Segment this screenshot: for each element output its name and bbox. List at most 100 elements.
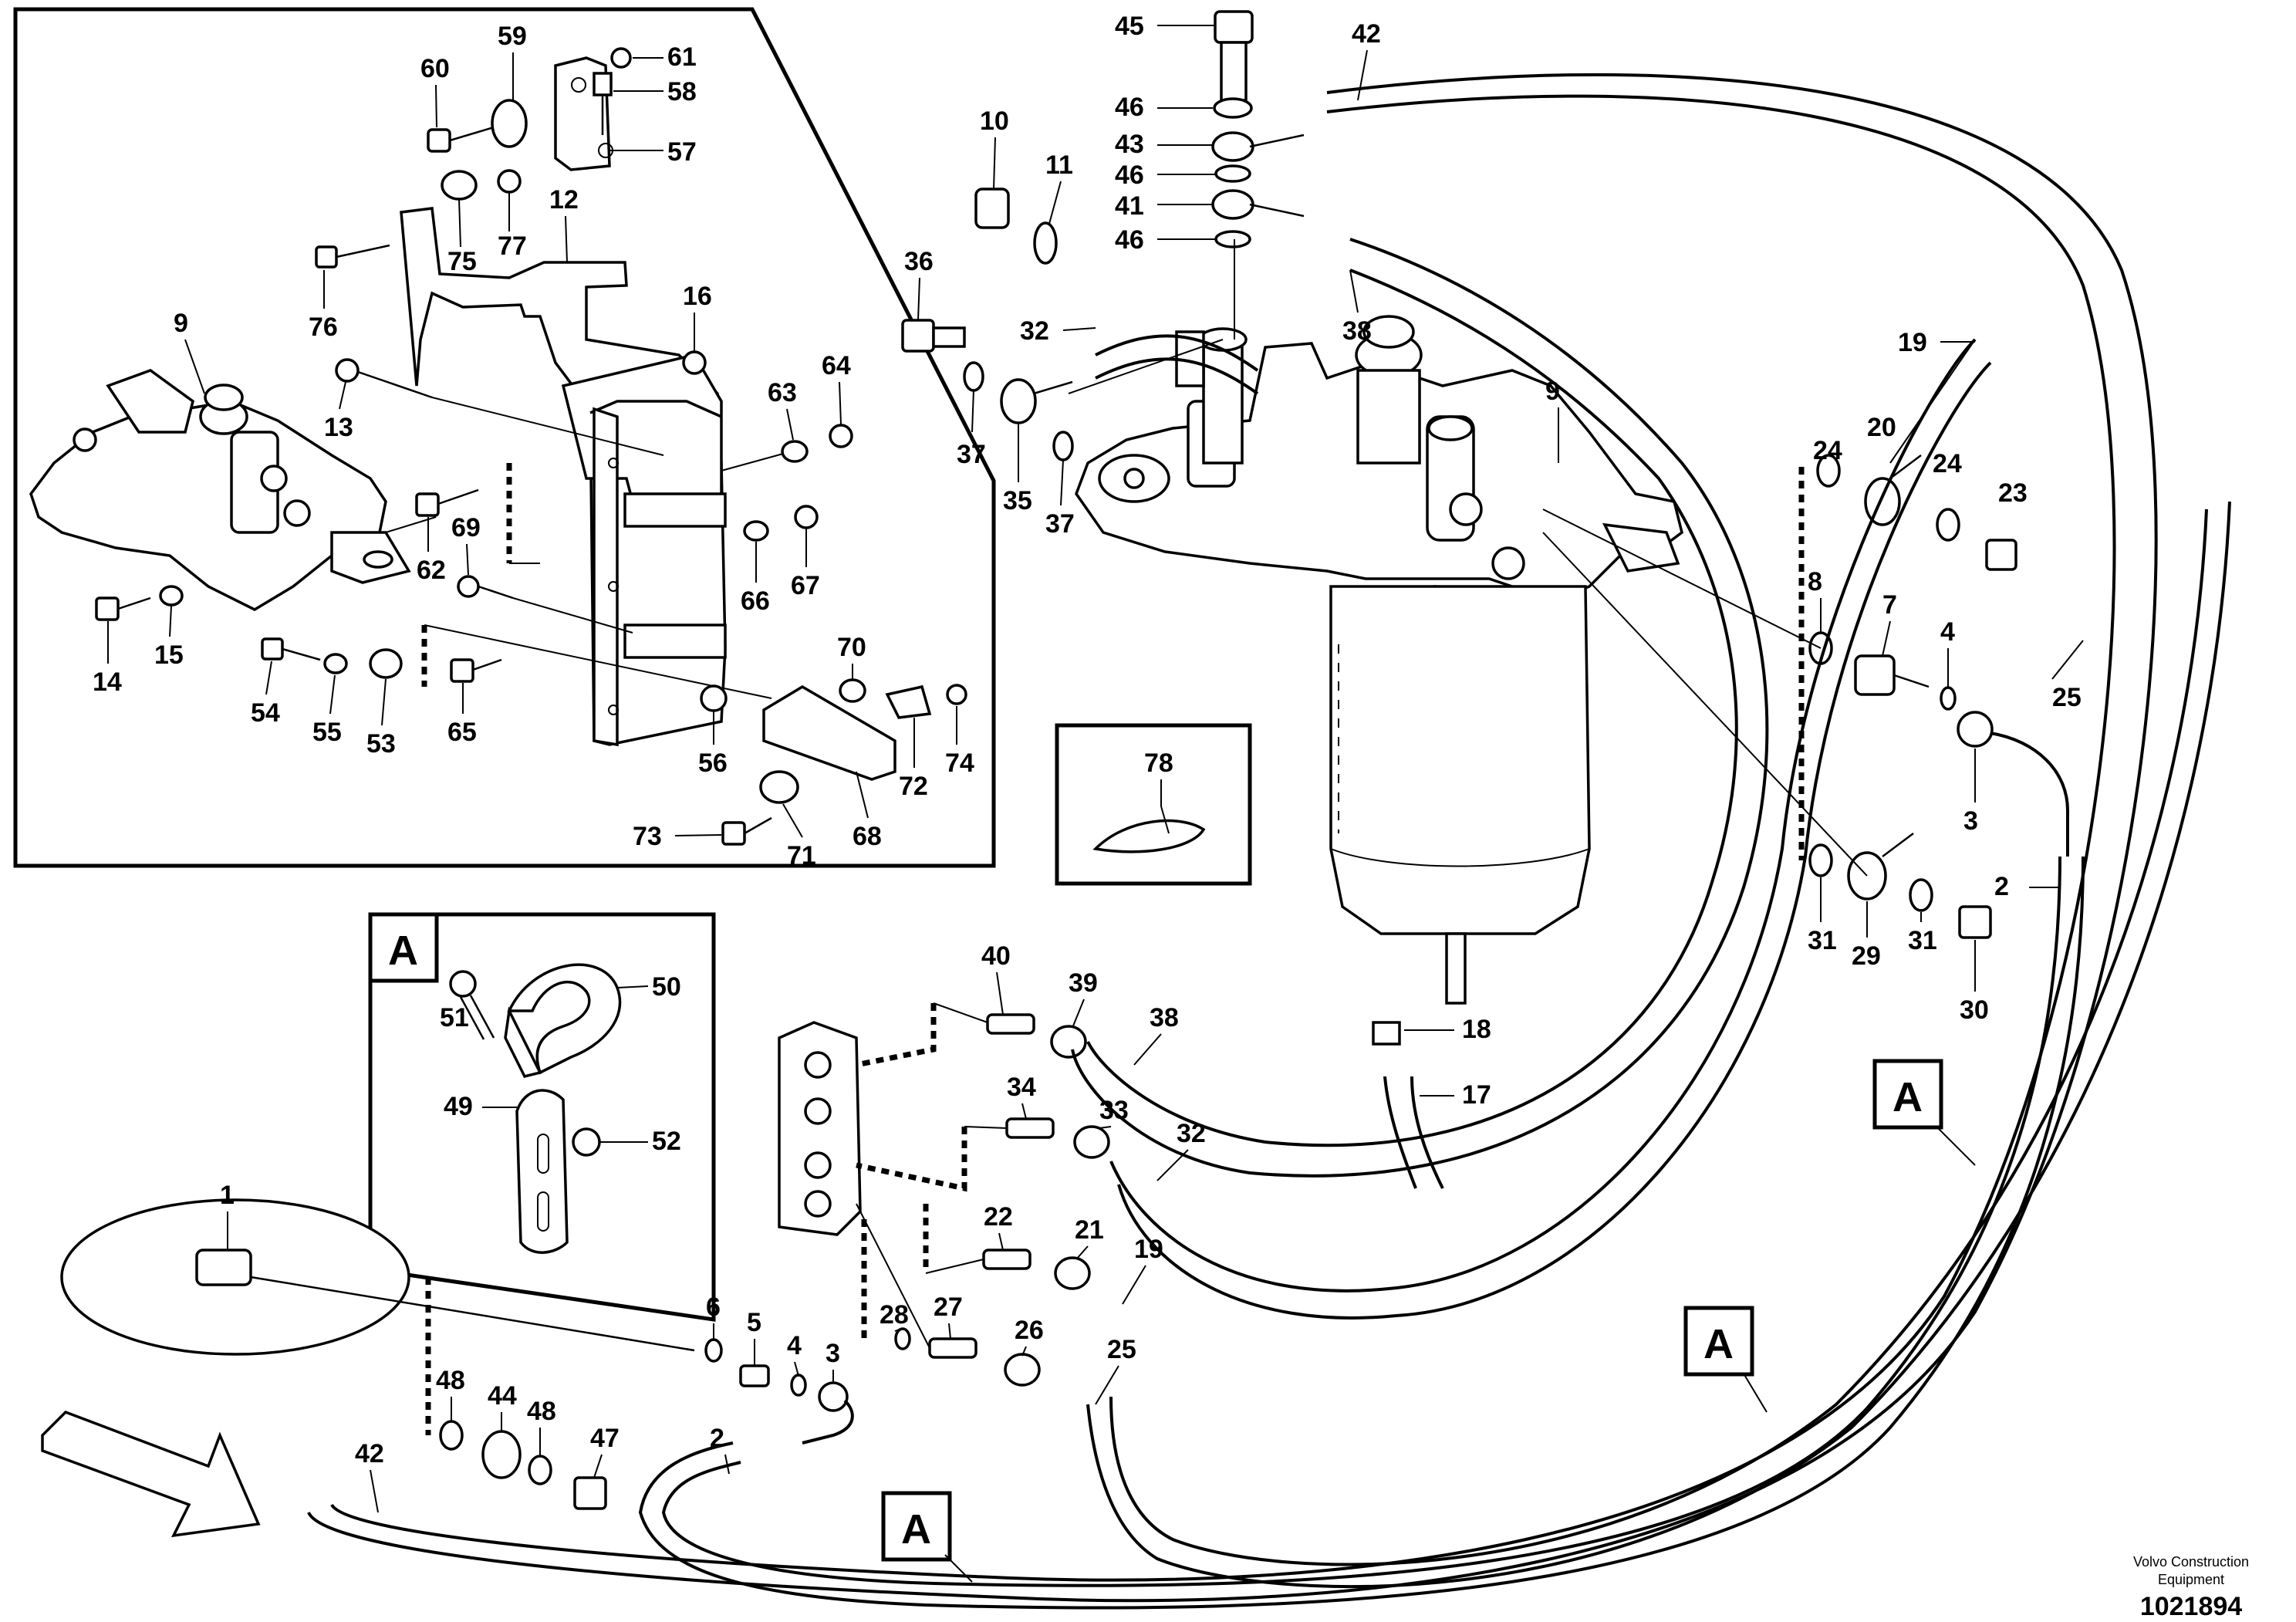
callout: 31 [1908,926,1937,955]
callout: 72 [899,772,928,801]
callout: 46 [1115,93,1144,122]
callout: 3 [1963,806,1978,836]
callout: 41 [1115,191,1144,221]
callout: 56 [698,748,728,778]
callout: 42 [1352,19,1381,49]
callout: 46 [1115,225,1144,255]
callout: 60 [420,54,450,83]
callout: 9 [1545,377,1560,406]
callout: 58 [667,77,697,106]
main-fasteners [60,10,2069,1510]
clamp-detail-box: A 51 50 49 52 [368,912,716,1322]
callout: 61 [667,42,697,72]
callout: 26 [1015,1316,1044,1345]
callout: 45 [1115,12,1144,41]
callout: 75 [447,247,477,276]
bracket-inset: 60 59 61 58 57 12 77 75 76 16 9 13 64 [13,7,996,870]
callout: 55 [312,718,342,747]
callout: 44 [488,1381,517,1411]
callout: 4 [787,1331,802,1360]
callout: 37 [1045,509,1075,539]
callout: 31 [1808,926,1837,955]
callout: 14 [93,667,122,697]
callout: 48 [527,1397,556,1426]
callout: 24 [1933,449,1962,478]
callout: 49 [444,1092,473,1121]
callout: 8 [1808,567,1822,596]
dashed-connectors [425,239,1976,1435]
callout: 7 [1882,590,1897,620]
callout: 11 [1045,150,1073,180]
callout: 6 [706,1293,721,1322]
callout: 10 [980,106,1009,136]
callout: 64 [822,351,851,380]
fuel-hoses [307,73,2231,1610]
inset-fasteners [95,47,967,846]
callout: 23 [1998,478,2028,508]
callout: 3 [826,1339,840,1368]
callout: 25 [1107,1335,1136,1364]
callout: 57 [667,137,697,167]
callout: 27 [934,1293,963,1322]
callout: 52 [652,1127,681,1156]
callout: 69 [451,513,481,542]
callout: 18 [1462,1015,1491,1044]
callout: 47 [590,1424,620,1453]
callout: 12 [549,185,579,215]
callout: 16 [683,282,712,311]
callout: 32 [1177,1119,1206,1148]
callout: 34 [1007,1073,1036,1102]
callout: 30 [1960,995,1989,1025]
callout: 28 [880,1300,909,1330]
callout: 38 [1150,1003,1179,1032]
callout: 40 [981,941,1011,971]
callout: 67 [791,571,820,600]
callout: 42 [355,1439,384,1468]
section-label: A [901,1506,931,1553]
callout: 25 [2052,683,2082,712]
callout: 19 [1898,328,1927,357]
callout: 37 [957,440,986,469]
callout: 2 [710,1424,724,1453]
credit-line-1: Volvo Construction [2133,1554,2249,1570]
callout: 62 [417,556,446,585]
credit-block: Volvo Construction Equipment 1021894 [2133,1554,2249,1621]
direction-arrow-icon [41,1410,261,1538]
cable-tie-box: 78 [1055,723,1252,886]
callout: 38 [1342,316,1372,346]
callout: 2 [1994,872,2009,901]
callout: 21 [1075,1215,1104,1245]
callout: 24 [1813,436,1842,465]
section-markers: A A A [881,1059,1976,1583]
callout: 50 [652,972,681,1002]
callout: 9 [174,309,188,338]
section-label: A [1703,1321,1734,1367]
callout: 4 [1940,617,1955,647]
callout: 20 [1867,413,1896,442]
section-label: A [1893,1074,1923,1120]
detail-callouts: 51 50 49 52 [440,972,681,1156]
callout: 73 [633,822,662,851]
callout: 1 [220,1181,235,1210]
main-callouts: 45 42 46 43 46 41 46 10 11 36 32 38 19 9… [220,12,2084,1513]
callout: 78 [1144,748,1173,778]
callout: 46 [1115,161,1144,190]
callout: 29 [1852,941,1881,971]
callout: 39 [1069,968,1098,998]
callout: 48 [436,1366,465,1395]
callout: 74 [945,748,974,778]
callout: 77 [498,231,527,261]
callout: 71 [787,841,816,870]
callout: 63 [768,378,797,407]
callout: 43 [1115,130,1144,159]
callout: 59 [498,22,527,51]
document-number: 1021894 [2140,1592,2242,1621]
detail-section-label: A [388,928,418,974]
callout: 53 [366,729,396,759]
callout: 76 [309,313,338,342]
callout: 13 [324,413,353,442]
callout: 70 [837,633,866,662]
callout: 15 [154,640,184,670]
callout: 22 [984,1202,1013,1232]
callout: 35 [1003,486,1032,515]
